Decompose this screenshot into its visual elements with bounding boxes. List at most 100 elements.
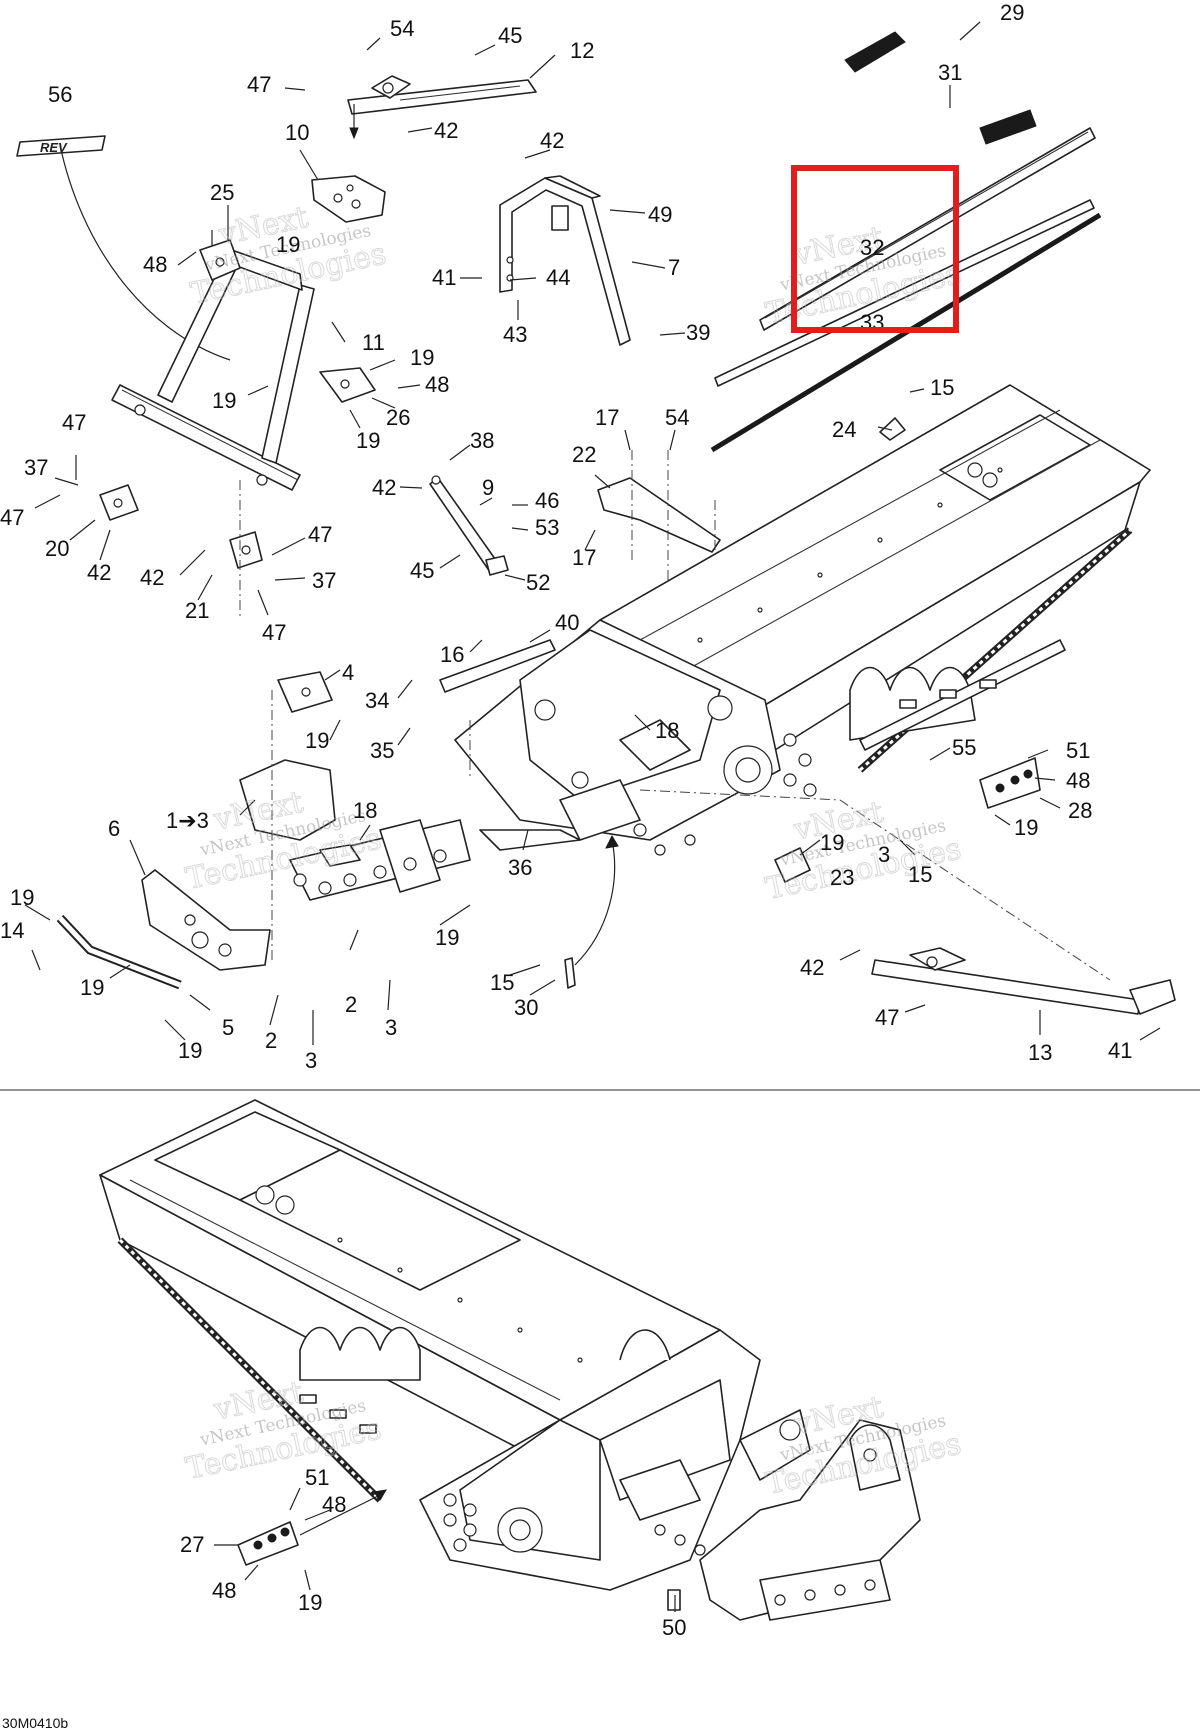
callout-24[interactable]: 24 xyxy=(832,417,856,442)
part-9-strut[interactable] xyxy=(429,475,509,576)
part-11-a-frame[interactable] xyxy=(111,230,315,491)
part-40-bar[interactable] xyxy=(439,639,556,693)
callout-17[interactable]: 17 xyxy=(572,545,596,570)
callout-34[interactable]: 34 xyxy=(365,688,389,713)
assembled-chassis[interactable] xyxy=(99,1099,811,1591)
callout-32[interactable]: 32 xyxy=(860,235,884,260)
callout-48[interactable]: 48 xyxy=(1066,768,1090,793)
callout-19[interactable]: 19 xyxy=(276,232,300,257)
part-29-grab-handle[interactable] xyxy=(844,14,1043,145)
part-10-bracket[interactable] xyxy=(311,175,386,223)
callout-3[interactable]: 3 xyxy=(878,842,890,867)
callout-53[interactable]: 53 xyxy=(535,515,559,540)
callout-36[interactable]: 36 xyxy=(508,855,532,880)
callout-42[interactable]: 42 xyxy=(87,560,111,585)
callout-51[interactable]: 51 xyxy=(1066,738,1090,763)
part-23-bracket[interactable] xyxy=(774,847,811,883)
callout-19[interactable]: 19 xyxy=(212,388,236,413)
callout-42[interactable]: 42 xyxy=(434,118,458,143)
part-26-plate[interactable] xyxy=(319,367,376,403)
callout-19[interactable]: 19 xyxy=(10,885,34,910)
callout-19[interactable]: 19 xyxy=(1014,815,1038,840)
callout-44[interactable]: 44 xyxy=(546,265,570,290)
callout-48[interactable]: 48 xyxy=(322,1492,346,1517)
callout-11[interactable]: 11 xyxy=(362,330,385,355)
callout-37[interactable]: 37 xyxy=(24,455,48,480)
callout-20[interactable]: 20 xyxy=(45,536,69,561)
callout-19[interactable]: 19 xyxy=(410,345,434,370)
callout-10[interactable]: 10 xyxy=(285,120,309,145)
part-28-footrest[interactable] xyxy=(979,757,1041,809)
callout-47[interactable]: 47 xyxy=(0,505,24,530)
callout-51[interactable]: 51 xyxy=(305,1465,329,1490)
callout-48[interactable]: 48 xyxy=(143,252,167,277)
callout-29[interactable]: 29 xyxy=(1000,0,1024,25)
callout-16[interactable]: 16 xyxy=(440,642,464,667)
part-20-bracket[interactable] xyxy=(99,484,139,521)
part-50-fitting[interactable] xyxy=(667,1589,681,1611)
callout-45[interactable]: 45 xyxy=(498,23,522,48)
callout-1-3[interactable]: 1➔3 xyxy=(166,808,209,833)
callout-54[interactable]: 54 xyxy=(390,16,414,41)
callout-14[interactable]: 14 xyxy=(0,918,24,943)
callout-19[interactable]: 19 xyxy=(178,1038,202,1063)
callout-3[interactable]: 3 xyxy=(385,1015,397,1040)
part-1-3-suspension-assembly[interactable] xyxy=(239,759,471,901)
callout-15[interactable]: 15 xyxy=(490,970,514,995)
callout-27[interactable]: 27 xyxy=(180,1532,204,1557)
callout-5[interactable]: 5 xyxy=(222,1015,234,1040)
callout-39[interactable]: 39 xyxy=(686,320,710,345)
callout-43[interactable]: 43 xyxy=(503,322,527,347)
part-32-lower-rail[interactable] xyxy=(714,199,1095,387)
callout-23[interactable]: 23 xyxy=(830,865,854,890)
callout-12[interactable]: 12 xyxy=(570,38,594,63)
part-21-bracket[interactable] xyxy=(229,531,263,569)
callout-35[interactable]: 35 xyxy=(370,738,394,763)
callout-41[interactable]: 41 xyxy=(432,265,456,290)
callout-19[interactable]: 19 xyxy=(305,728,329,753)
callout-19[interactable]: 19 xyxy=(298,1590,322,1615)
callout-3[interactable]: 3 xyxy=(305,1048,317,1073)
callout-45[interactable]: 45 xyxy=(410,558,434,583)
callout-47[interactable]: 47 xyxy=(308,522,332,547)
part-7-hoop[interactable] xyxy=(499,175,631,346)
callout-7[interactable]: 7 xyxy=(668,255,680,280)
part-13-lower-cross-member[interactable] xyxy=(871,947,1176,1015)
callout-25[interactable]: 25 xyxy=(210,180,234,205)
callout-47[interactable]: 47 xyxy=(262,620,286,645)
callout-54[interactable]: 54 xyxy=(665,405,689,430)
callout-6[interactable]: 6 xyxy=(108,816,120,841)
callout-18[interactable]: 18 xyxy=(353,798,377,823)
callout-47[interactable]: 47 xyxy=(875,1005,899,1030)
callout-2[interactable]: 2 xyxy=(265,1028,277,1053)
callout-37[interactable]: 37 xyxy=(312,568,336,593)
callout-15[interactable]: 15 xyxy=(908,862,932,887)
callout-52[interactable]: 52 xyxy=(526,570,550,595)
callout-46[interactable]: 46 xyxy=(535,488,559,513)
part-32-rail[interactable] xyxy=(759,127,1096,331)
callout-9[interactable]: 9 xyxy=(482,475,494,500)
callout-19[interactable]: 19 xyxy=(820,830,844,855)
callout-56[interactable]: 56 xyxy=(48,82,72,107)
callout-19[interactable]: 19 xyxy=(80,975,104,1000)
callout-26[interactable]: 26 xyxy=(386,405,410,430)
callout-42[interactable]: 42 xyxy=(540,128,564,153)
part-25-bracket[interactable] xyxy=(199,239,241,281)
callout-41[interactable]: 41 xyxy=(1108,1038,1132,1063)
callout-22[interactable]: 22 xyxy=(572,442,596,467)
callout-47[interactable]: 47 xyxy=(62,410,86,435)
assembled-front-suspension[interactable] xyxy=(699,1419,921,1621)
callout-40[interactable]: 40 xyxy=(555,610,579,635)
part-4-bracket[interactable] xyxy=(277,671,333,713)
callout-17[interactable]: 17 xyxy=(595,405,619,430)
callout-2[interactable]: 2 xyxy=(345,992,357,1017)
callout-38[interactable]: 38 xyxy=(470,428,494,453)
callout-19[interactable]: 19 xyxy=(356,428,380,453)
callout-19[interactable]: 19 xyxy=(435,925,459,950)
callout-48[interactable]: 48 xyxy=(425,372,449,397)
part-24-clip[interactable] xyxy=(879,417,906,441)
callout-15[interactable]: 15 xyxy=(930,375,954,400)
callout-49[interactable]: 49 xyxy=(648,202,672,227)
callout-18[interactable]: 18 xyxy=(655,718,679,743)
part-27-footrest[interactable] xyxy=(237,1489,387,1566)
